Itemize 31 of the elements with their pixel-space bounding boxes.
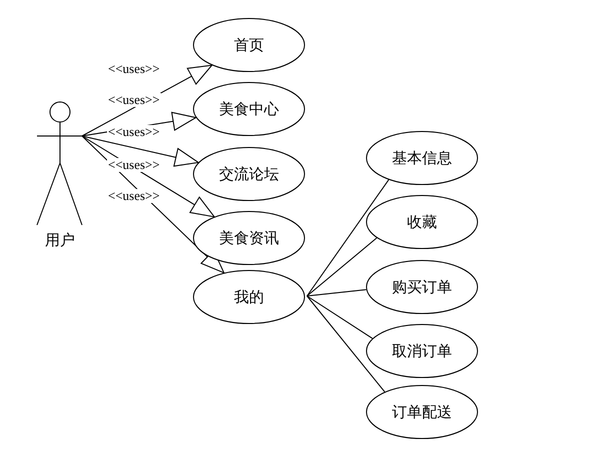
edge-label: <<uses>> bbox=[107, 189, 161, 203]
use-case-label: 美食中心 bbox=[219, 100, 279, 118]
use-case-ellipse bbox=[193, 211, 305, 265]
use-case-label: 首页 bbox=[234, 36, 264, 54]
use-case-ellipse bbox=[193, 147, 305, 201]
actor-label: 用户 bbox=[45, 231, 75, 250]
use-case-ellipse bbox=[366, 324, 478, 378]
use-case-label: 收藏 bbox=[407, 212, 437, 232]
edge-label: <<uses>> bbox=[107, 158, 161, 172]
use-case-label: 我的 bbox=[234, 288, 264, 306]
use-case-label: 交流论坛 bbox=[219, 164, 279, 184]
arrow bbox=[82, 136, 199, 167]
connector-line bbox=[306, 296, 386, 392]
connector-line bbox=[306, 296, 373, 339]
use-case-ellipse bbox=[366, 195, 478, 249]
connector-line bbox=[306, 179, 390, 296]
use-case-label: 美食资讯 bbox=[219, 228, 279, 248]
use-case-label: 取消订单 bbox=[392, 342, 452, 360]
use-case-label: 订单配送 bbox=[392, 402, 452, 422]
use-case-label: 基本信息 bbox=[392, 148, 452, 168]
use-case-ellipse bbox=[366, 260, 478, 314]
use-case-ellipse bbox=[193, 82, 305, 136]
connector-line bbox=[306, 289, 367, 296]
use-case-label: 购买订单 bbox=[392, 278, 452, 296]
use-case-ellipse bbox=[193, 270, 305, 324]
edge-label: <<uses>> bbox=[107, 125, 161, 139]
connector-line bbox=[306, 237, 378, 296]
use-case-ellipse bbox=[193, 18, 305, 72]
use-case-ellipse bbox=[366, 131, 478, 185]
use-case-ellipse bbox=[366, 385, 478, 439]
edge-label: <<uses>> bbox=[107, 93, 161, 107]
